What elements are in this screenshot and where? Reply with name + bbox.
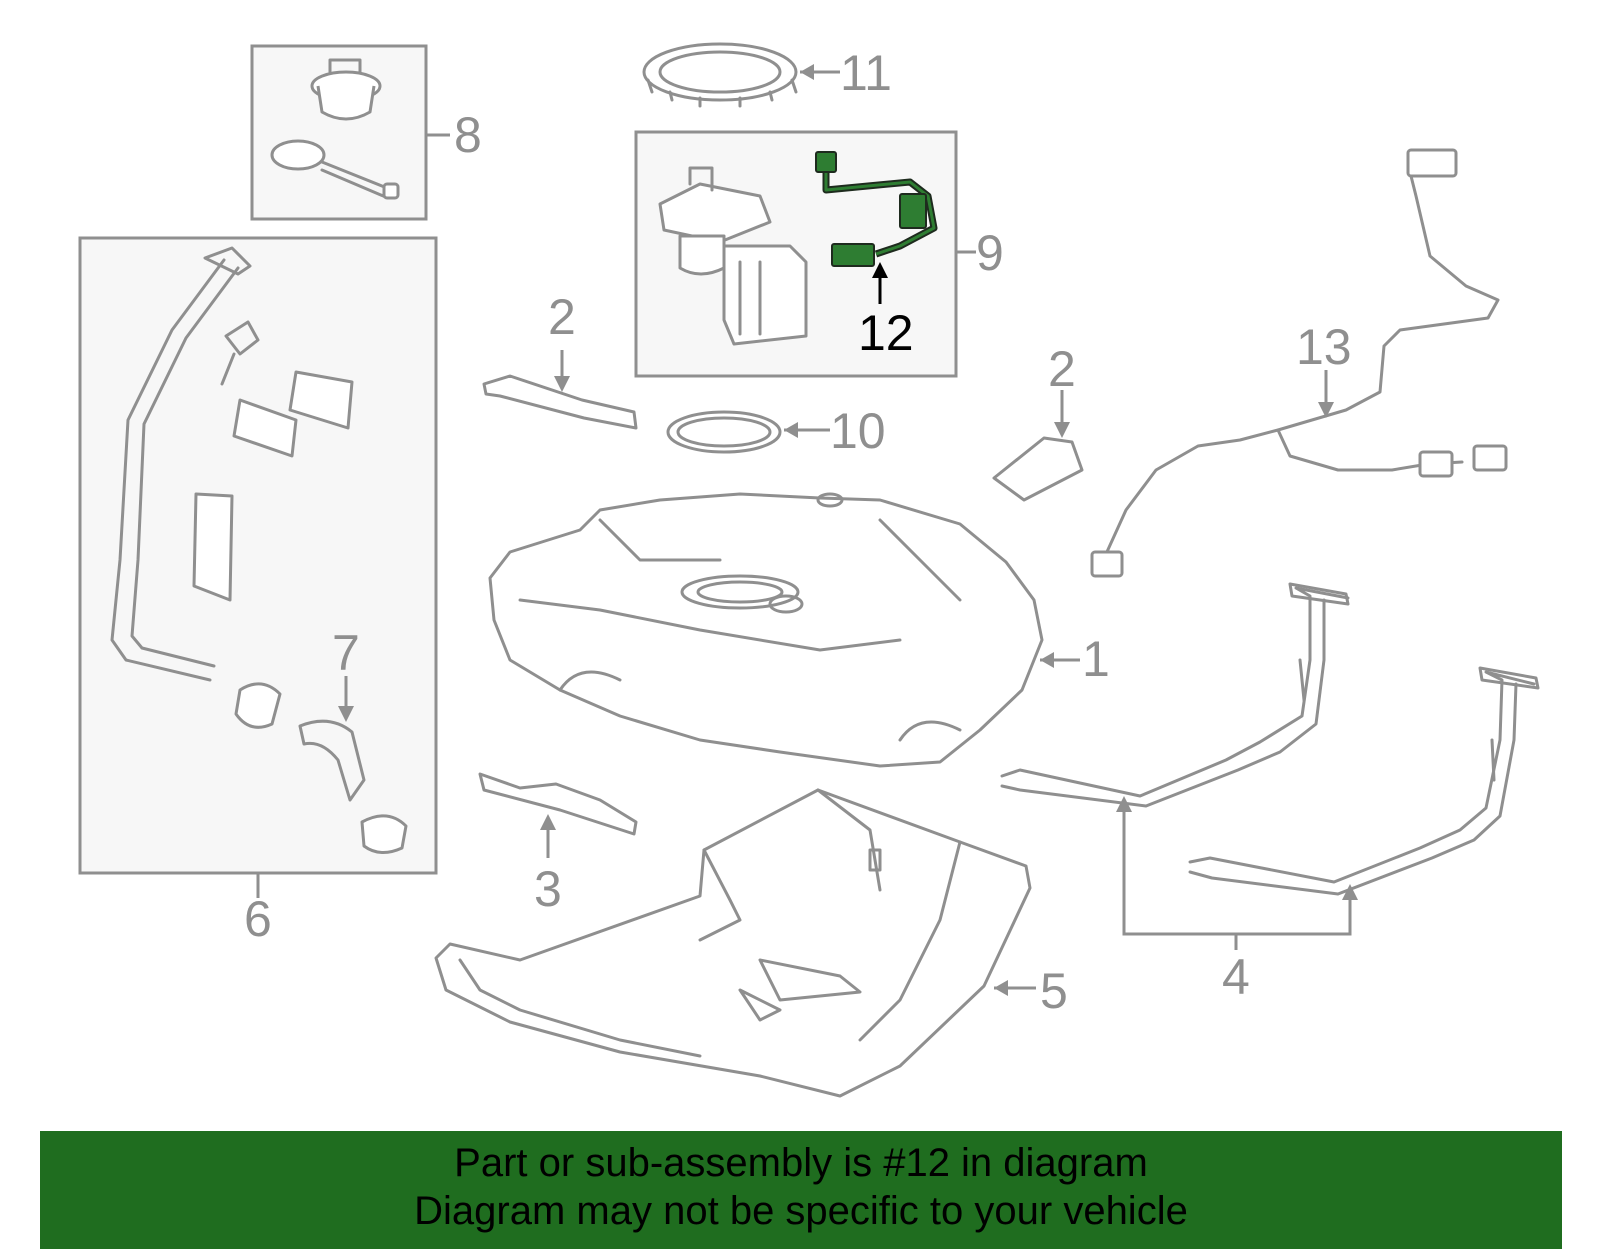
callout-5: 5 bbox=[1040, 963, 1068, 1019]
callout-12-arrowhead bbox=[872, 262, 888, 278]
part-8-fuel-cap-group[interactable] bbox=[250, 44, 450, 221]
part-1-fuel-tank[interactable] bbox=[488, 492, 1080, 768]
part-10-seal[interactable] bbox=[666, 410, 830, 454]
callout-12: 12 bbox=[858, 305, 914, 361]
part-12-wiring-harness[interactable] bbox=[815, 151, 938, 304]
part-11-lock-ring[interactable] bbox=[642, 42, 840, 108]
part-4-straps[interactable] bbox=[1000, 582, 1540, 950]
part-6-filler-pipe-group[interactable] bbox=[78, 236, 438, 898]
callout-7-arrowhead bbox=[338, 706, 354, 722]
part-13-harness[interactable] bbox=[1090, 148, 1508, 578]
callout-7: 7 bbox=[332, 625, 360, 681]
part-9-fuel-pump-module-group[interactable] bbox=[634, 130, 976, 378]
callout-10: 10 bbox=[830, 403, 886, 459]
part-2-shield-left[interactable] bbox=[482, 350, 638, 430]
banner-part-number-text: Part or sub-assembly is #12 in diagram bbox=[454, 1141, 1148, 1185]
part-3-shield[interactable] bbox=[478, 772, 638, 858]
callout-3: 3 bbox=[534, 861, 562, 917]
banner-disclaimer-text: Diagram may not be specific to your vehi… bbox=[414, 1189, 1188, 1233]
part-5-skid-plate[interactable] bbox=[434, 788, 1036, 1098]
callout-2-right: 2 bbox=[1048, 341, 1076, 397]
callout-13: 13 bbox=[1296, 319, 1352, 375]
callout-2-left: 2 bbox=[548, 289, 576, 345]
callout-11: 11 bbox=[840, 45, 892, 101]
part-6-box bbox=[78, 236, 438, 875]
callout-8: 8 bbox=[454, 107, 482, 163]
callout-4: 4 bbox=[1222, 949, 1250, 1005]
callout-9: 9 bbox=[976, 225, 1004, 281]
harness-connector-mid-icon bbox=[899, 193, 927, 229]
info-banner: Part or sub-assembly is #12 in diagram D… bbox=[40, 1131, 1562, 1249]
part-2-shield-right[interactable] bbox=[992, 390, 1084, 502]
harness-connector-bottom-icon bbox=[831, 243, 875, 267]
harness-connector-top-icon bbox=[815, 151, 837, 173]
callout-1: 1 bbox=[1082, 631, 1110, 687]
callout-6: 6 bbox=[244, 891, 272, 947]
